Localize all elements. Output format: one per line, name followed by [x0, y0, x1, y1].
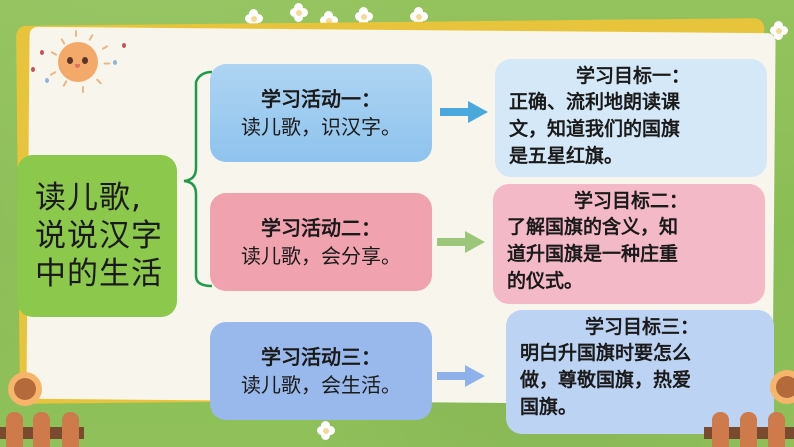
flower-icon — [770, 21, 788, 40]
activity-text: 读儿歌，会生活。 — [241, 373, 401, 397]
main-topic-box: 读儿歌, 说说汉字 中的生活 — [17, 155, 177, 317]
arrow-right-icon — [437, 231, 485, 253]
goal-title: 学习目标二： — [573, 190, 688, 212]
goal-title: 学习目标一： — [575, 65, 690, 87]
goal-title: 学习目标三： — [584, 316, 699, 338]
activity-box-3: 学习活动三： 读儿歌，会生活。 — [210, 322, 432, 420]
activity-text: 读儿歌，会分享。 — [241, 244, 401, 268]
activity-box-1: 学习活动一： 读儿歌，识汉字。 — [210, 64, 432, 162]
activity-title: 学习活动二： — [261, 216, 381, 240]
main-topic-line: 读儿歌, — [35, 180, 142, 216]
goal-line: 做，尊敬国旗，热爱 — [520, 369, 692, 391]
goal-line: 国旗。 — [520, 396, 578, 418]
goal-line: 明白升国旗时要怎么 — [520, 342, 692, 364]
goal-box-3: 学习目标三： 明白升国旗时要怎么 做，尊敬国旗，热爱 国旗。 — [506, 310, 774, 434]
arrow-right-icon — [440, 101, 488, 123]
goal-line: 了解国旗的含义，知 — [507, 216, 679, 238]
activity-text: 读儿歌，识汉字。 — [241, 115, 401, 139]
goal-line: 道升国旗是一种庄重 — [507, 243, 679, 265]
goal-box-1: 学习目标一： 正确、流利地朗读课 文，知道我们的国旗 是五星红旗。 — [495, 59, 767, 177]
flower-icon — [290, 3, 308, 22]
goal-box-2: 学习目标二： 了解国旗的含义，知 道升国旗是一种庄重 的仪式。 — [493, 184, 765, 304]
main-topic-line: 中的生活 — [35, 256, 163, 292]
goal-line: 文，知道我们的国旗 — [509, 118, 681, 140]
arrow-right-icon — [437, 365, 485, 387]
curly-brace-icon — [183, 70, 213, 288]
flower-icon — [317, 421, 335, 440]
goal-line: 是五星红旗。 — [509, 145, 624, 167]
activity-title: 学习活动三： — [261, 345, 381, 369]
goal-line: 正确、流利地朗读课 — [509, 91, 681, 113]
main-topic-line: 说说汉字 — [35, 218, 163, 254]
activity-box-2: 学习活动二： 读儿歌，会分享。 — [210, 193, 432, 291]
activity-title: 学习活动一： — [261, 87, 381, 111]
goal-line: 的仪式。 — [507, 270, 584, 292]
